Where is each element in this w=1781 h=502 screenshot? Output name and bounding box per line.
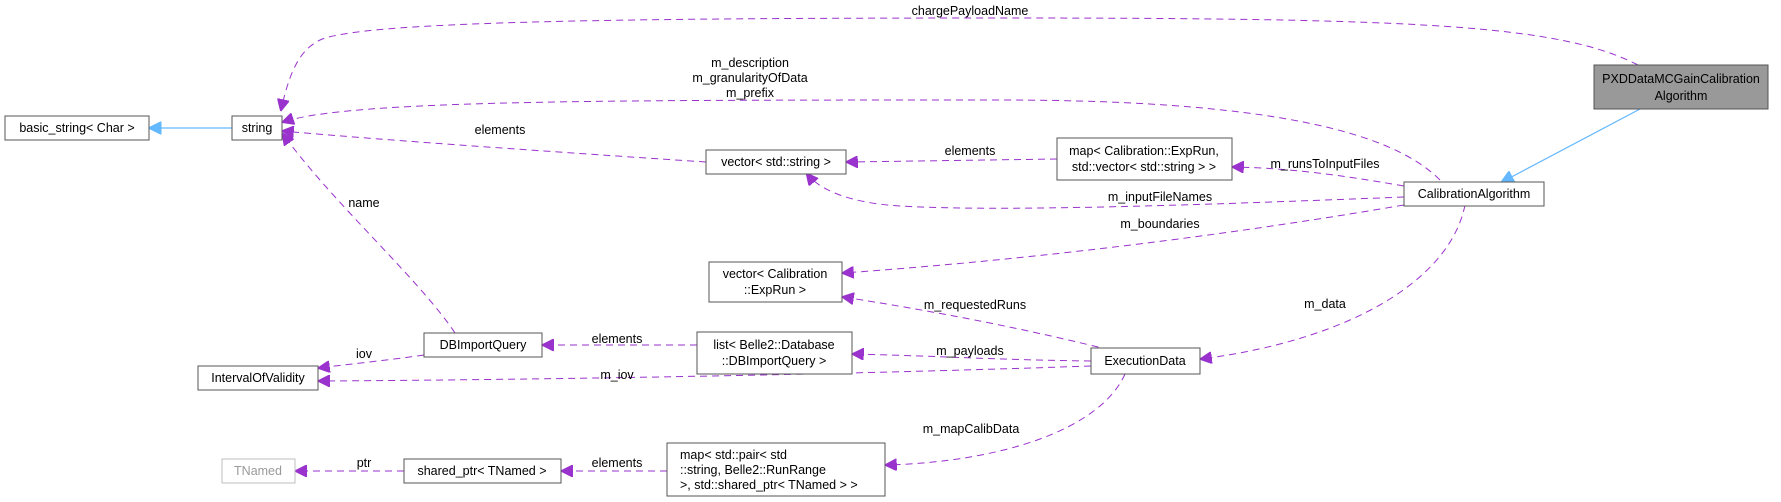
node-label: m_description [711, 56, 789, 70]
node-execution-data[interactable]: ExecutionData [1090, 347, 1201, 375]
node-box [705, 149, 847, 175]
node-list-db-import-query[interactable]: list< Belle2::Database ::DBImportQuery > [696, 331, 853, 375]
node-label: vector< Calibration [723, 267, 828, 281]
node-shared-ptr-tnamed[interactable]: shared_ptr< TNamed > [403, 458, 562, 484]
node-label: map< Calibration::ExpRun, [1069, 144, 1219, 158]
edge-label-elements-vector: elements [945, 144, 996, 158]
edge-elements-vector-string [283, 131, 707, 163]
node-box [1403, 181, 1545, 207]
edge-map-calib-data [886, 373, 1126, 465]
node-label: map< std::pair< std [680, 448, 787, 462]
node-vector-string[interactable]: vector< std::string > [705, 149, 847, 175]
edge-runs-to-input-files [1233, 167, 1405, 187]
nodes: PXDDataMCGainCalibration Algorithm basic… [4, 64, 1769, 497]
node-label: TNamed [234, 464, 282, 478]
edge-label-data: m_data [1304, 297, 1346, 311]
node-label: string [242, 121, 273, 135]
node-label: shared_ptr< TNamed > [417, 464, 546, 478]
edge-label-iov: iov [356, 347, 373, 361]
edges: chargePayloadName m_description m_granul… [150, 4, 1641, 471]
node-label: DBImportQuery [440, 338, 528, 352]
node-pxd-data-mc-gain-calibration-algorithm[interactable]: PXDDataMCGainCalibration Algorithm [1593, 64, 1769, 110]
node-box [1593, 64, 1769, 110]
edge-label-elements-shared: elements [592, 456, 643, 470]
node-box [666, 442, 886, 497]
edge-elements-map-exprun [847, 159, 1058, 162]
edge-name [283, 134, 456, 334]
node-map-pair-run-range[interactable]: map< std::pair< std ::string, Belle2::Ru… [666, 442, 886, 497]
edge-label-boundaries: m_boundaries [1120, 217, 1199, 231]
node-box [708, 261, 843, 303]
node-label: std::vector< std::string > > [1072, 160, 1216, 174]
node-label: >, std::shared_ptr< TNamed > > [680, 478, 858, 492]
edge-label-ptr: ptr [357, 456, 372, 470]
edge-description [283, 99, 1441, 181]
edge-payloads [853, 354, 1092, 362]
node-box [231, 115, 283, 141]
node-label: CalibrationAlgorithm [1418, 187, 1531, 201]
edge-label-elements-db: elements [592, 332, 643, 346]
node-label: vector< std::string > [721, 155, 831, 169]
node-label: m_granularityOfData [692, 71, 807, 85]
node-label: IntervalOfValidity [211, 371, 305, 385]
edge-label-name: name [348, 196, 379, 210]
node-interval-of-validity[interactable]: IntervalOfValidity [197, 365, 319, 391]
node-label: list< Belle2::Database [713, 338, 834, 352]
edge-iov [319, 354, 425, 368]
node-label: m_prefix [726, 86, 775, 100]
edge-label-map-calib-data: m_mapCalibData [923, 422, 1020, 436]
edge-label-elements-string: elements [475, 123, 526, 137]
node-label: ExecutionData [1104, 354, 1185, 368]
node-label: ::ExpRun > [744, 283, 806, 297]
node-db-import-query[interactable]: DBImportQuery [423, 332, 543, 358]
edge-inherit-pxd-calibration [1502, 108, 1641, 182]
node-label: Algorithm [1655, 89, 1708, 103]
node-string[interactable]: string [231, 115, 283, 141]
node-box [1056, 137, 1233, 181]
edge-input-file-names [807, 174, 1405, 209]
node-box [197, 365, 319, 391]
node-box [423, 332, 543, 358]
node-label: ::string, Belle2::RunRange [680, 463, 826, 477]
edge-label-input-file-names: m_inputFileNames [1108, 190, 1212, 204]
node-vector-exprun[interactable]: vector< Calibration ::ExpRun > [708, 261, 843, 303]
edge-label-description: m_description m_granularityOfData m_pref… [692, 56, 807, 100]
edge-label-requested-runs: m_requestedRuns [924, 298, 1026, 312]
node-calibration-algorithm[interactable]: CalibrationAlgorithm [1403, 181, 1545, 207]
node-box [1090, 347, 1201, 375]
edge-m-iov [319, 365, 1092, 381]
edge-label-charge-payload-name: chargePayloadName [912, 4, 1029, 18]
node-box [221, 458, 296, 484]
edge-charge-payload-name [281, 17, 1639, 110]
edge-label-m-iov: m_iov [600, 368, 634, 382]
node-box [403, 458, 562, 484]
node-tnamed[interactable]: TNamed [221, 458, 296, 484]
node-map-exprun[interactable]: map< Calibration::ExpRun, std::vector< s… [1056, 137, 1233, 181]
node-basic-string[interactable]: basic_string< Char > [4, 115, 150, 141]
edge-m-data [1201, 204, 1466, 359]
edge-label-payloads: m_payloads [936, 344, 1003, 358]
edge-boundaries [843, 204, 1405, 273]
node-label: PXDDataMCGainCalibration [1602, 72, 1760, 86]
node-box [4, 115, 150, 141]
node-label: ::DBImportQuery > [722, 354, 827, 368]
edge-label-runs-to-input: m_runsToInputFiles [1270, 157, 1379, 171]
node-label: basic_string< Char > [19, 121, 134, 135]
node-box [696, 331, 853, 375]
